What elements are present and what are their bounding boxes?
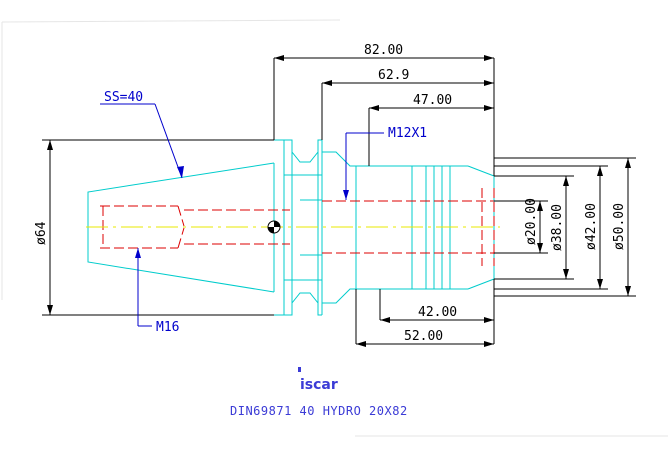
leader-lines — [100, 103, 384, 327]
dimension-lines — [42, 57, 636, 345]
dimension-arrows — [47, 55, 631, 347]
label-taper-ss40: SS=40 — [104, 90, 143, 105]
dim-overall-length: 82.00 — [364, 43, 403, 58]
dim-dia-42: ø42.00 — [584, 203, 599, 250]
dim-length-47: 47.00 — [413, 93, 452, 108]
dim-length-42: 42.00 — [418, 305, 457, 320]
label-thread-m16: M16 — [156, 320, 179, 335]
dim-length-62: 62.9 — [378, 68, 409, 83]
iscar-logo: iscar — [298, 367, 338, 393]
leader-arrows — [135, 166, 349, 258]
hidden-lines — [100, 188, 495, 266]
dim-dia-38: ø38.00 — [550, 204, 565, 251]
tool-outline — [87, 139, 495, 316]
drawing-caption: DIN69871 40 HYDRO 20X82 — [230, 404, 408, 418]
dim-dia-64: ø64 — [34, 221, 49, 245]
frame-top-line — [1, 19, 341, 23]
iscar-logo-text: iscar — [300, 377, 338, 393]
label-thread-m12x1: M12X1 — [388, 126, 427, 141]
dim-dia-20: ø20.00 — [524, 198, 539, 245]
dim-length-52: 52.00 — [404, 329, 443, 344]
reference-ball-icon — [267, 220, 281, 234]
dim-dia-50: ø50.00 — [612, 203, 627, 250]
